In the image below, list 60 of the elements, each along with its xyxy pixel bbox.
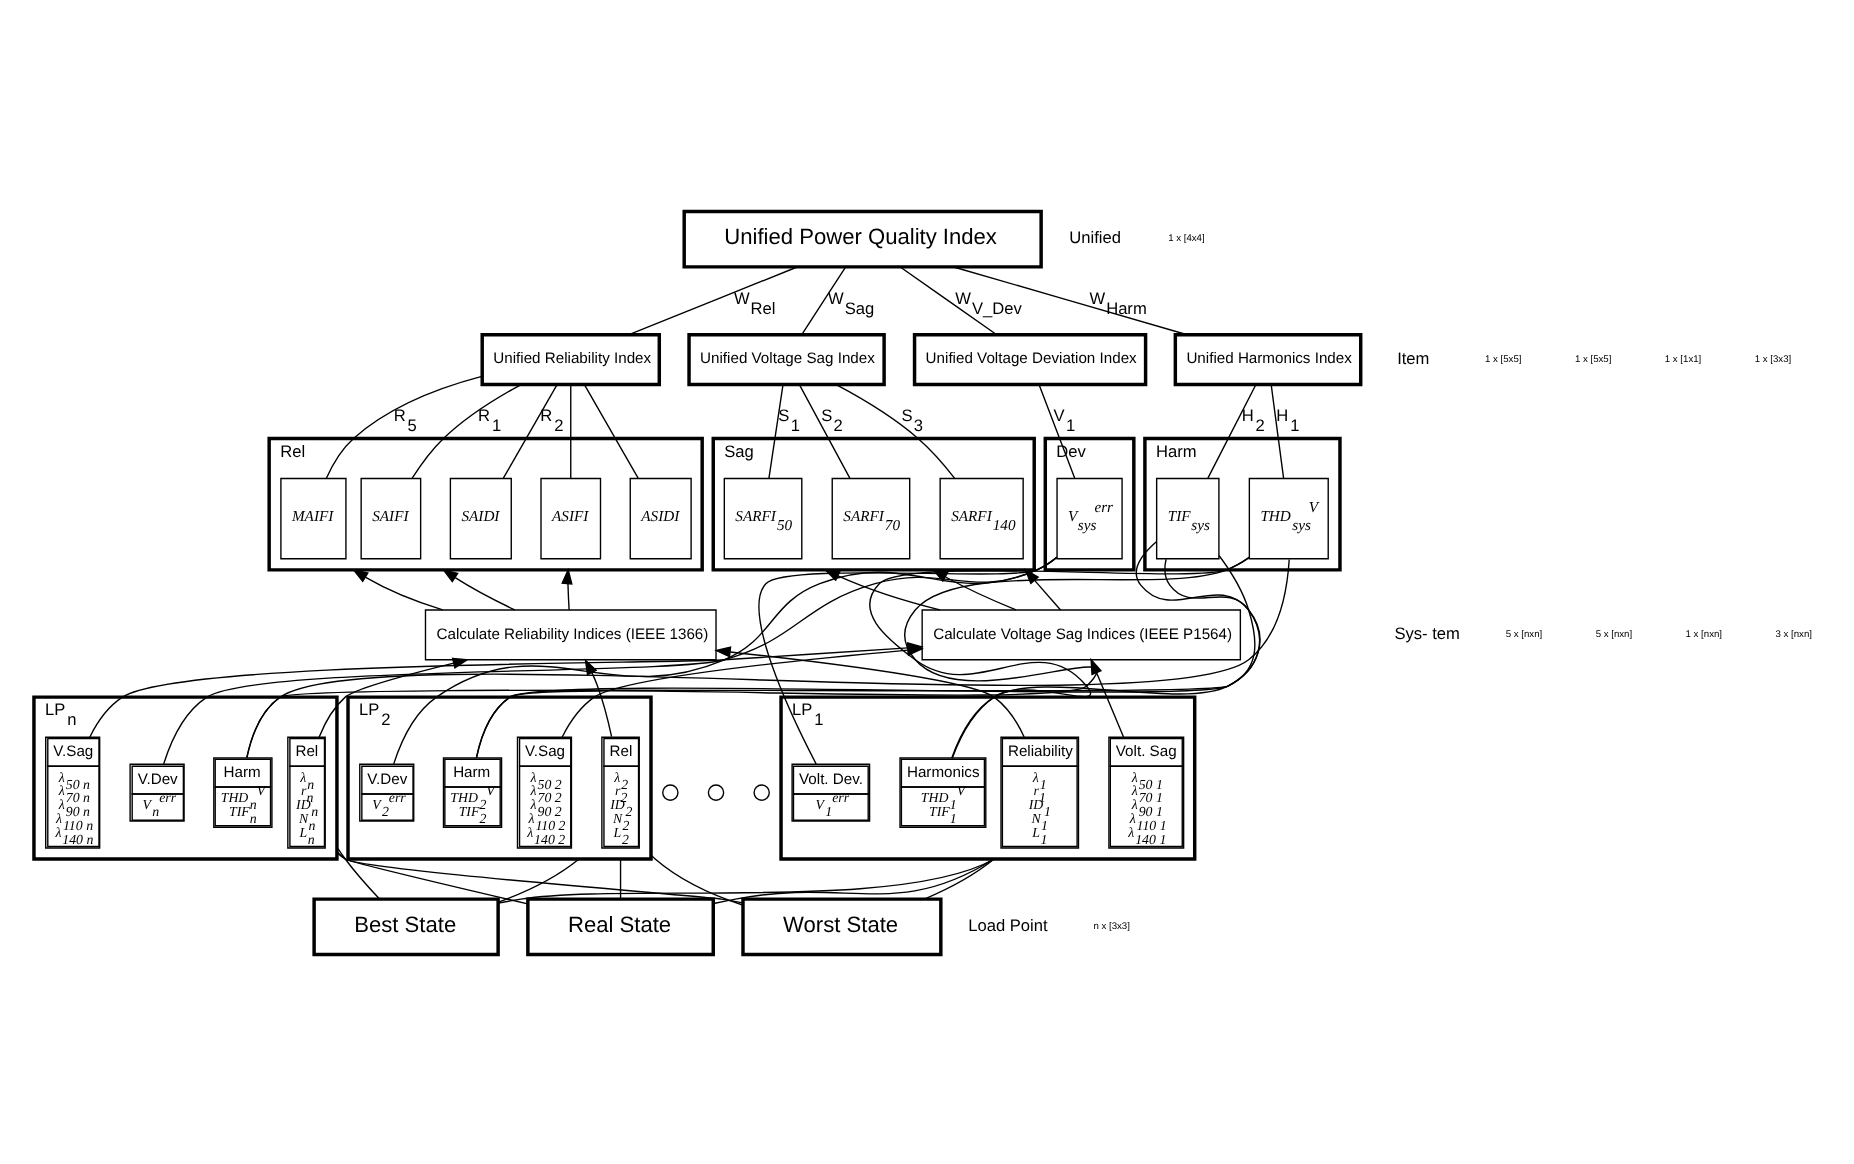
node-box: ASIFI [540, 476, 602, 559]
connector [801, 265, 847, 335]
node-box: Unified Voltage Sag Index [687, 331, 886, 386]
arrow [441, 567, 516, 610]
connector [650, 853, 744, 905]
connector [336, 850, 744, 903]
connector [758, 556, 1058, 764]
connector [336, 845, 380, 899]
connector [583, 383, 639, 478]
node-box: SAIDI [449, 476, 512, 559]
node-box: SAIFI [360, 476, 422, 559]
node-box: Real State [526, 896, 715, 956]
connector [869, 555, 1250, 758]
connector [502, 383, 558, 478]
arrow [1024, 567, 1062, 610]
connector [497, 857, 995, 903]
connector [899, 265, 997, 334]
arrow [318, 656, 470, 737]
connector [1270, 383, 1285, 478]
connector [163, 555, 1058, 764]
node-circle [753, 783, 770, 800]
node-box: Best State [312, 896, 500, 956]
connector [713, 857, 995, 904]
node-box: Calculate Voltage Sag Indices (IEEE P1564) [921, 608, 1242, 660]
node-box: ASIDI [629, 476, 692, 559]
node-box: Unified Voltage Deviation Index [912, 331, 1148, 386]
arrow [584, 657, 613, 737]
connector [325, 374, 483, 479]
node-circle [707, 783, 725, 800]
connector [768, 383, 784, 478]
arrow [561, 566, 573, 610]
label: Unified [1069, 226, 1121, 247]
node-box: Worst State [741, 896, 943, 956]
arrow [931, 567, 1017, 610]
connector [628, 265, 798, 335]
node-box: Unified Reliability Index [480, 331, 662, 386]
connector [411, 383, 522, 478]
connector [393, 555, 1058, 764]
arrow [823, 567, 941, 610]
connector [619, 857, 622, 899]
connector [1207, 383, 1257, 478]
connector [923, 857, 995, 899]
connector [336, 849, 529, 904]
label: Sys- tem [1394, 622, 1460, 643]
node-box: MAIFI [280, 476, 347, 559]
connector [951, 539, 1261, 758]
label: Load Point [968, 914, 1048, 935]
node-circle [662, 783, 679, 800]
arrow [351, 567, 444, 610]
connector [497, 857, 580, 902]
label: Item [1397, 346, 1430, 367]
node-box: Unified Harmonics Index [1173, 331, 1363, 386]
arrow [1090, 656, 1125, 737]
node-box: Unified Power Quality Index [682, 208, 1043, 268]
connector [798, 383, 851, 478]
node-box: Calculate Reliability Indices (IEEE 1366) [424, 608, 717, 660]
connector [570, 383, 572, 478]
connector [1038, 383, 1076, 478]
connector [835, 383, 956, 479]
connector [952, 265, 1187, 335]
